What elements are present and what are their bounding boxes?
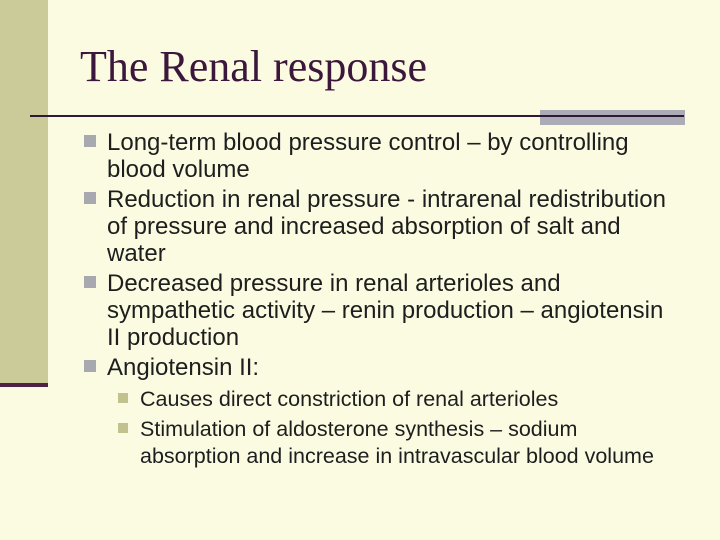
slide-title: The Renal response [80, 42, 427, 91]
square-bullet-icon [84, 360, 96, 372]
square-bullet-icon [84, 276, 96, 288]
bullet-item: Angiotensin II: [84, 354, 684, 381]
bullet-text: Decreased pressure in renal arterioles a… [107, 270, 664, 351]
bullet-item: Long-term blood pressure control – by co… [84, 129, 684, 183]
title-accent-rect [540, 110, 685, 125]
left-accent-bar [0, 0, 48, 383]
square-bullet-icon [84, 192, 96, 204]
bullet-item: Decreased pressure in renal arterioles a… [84, 270, 684, 351]
bullet-text: Long-term blood pressure control – by co… [107, 129, 629, 183]
bullet-item: Reduction in renal pressure - intrarenal… [84, 186, 684, 267]
sub-bullet-text: Causes direct constriction of renal arte… [140, 387, 559, 411]
square-bullet-icon [84, 135, 96, 147]
sub-bullet-item: Causes direct constriction of renal arte… [118, 386, 684, 413]
square-sub-bullet-icon [118, 393, 128, 403]
square-sub-bullet-icon [118, 423, 128, 433]
title-rule [30, 115, 684, 117]
slide-body: Long-term blood pressure control – by co… [84, 129, 684, 470]
bullet-text: Angiotensin II: [107, 354, 260, 381]
sub-bullet-text: Stimulation of aldosterone synthesis – s… [140, 417, 654, 468]
sub-bullet-item: Stimulation of aldosterone synthesis – s… [118, 416, 684, 470]
bullet-text: Reduction in renal pressure - intrarenal… [107, 186, 666, 267]
left-accent-bar-underline [0, 383, 48, 387]
